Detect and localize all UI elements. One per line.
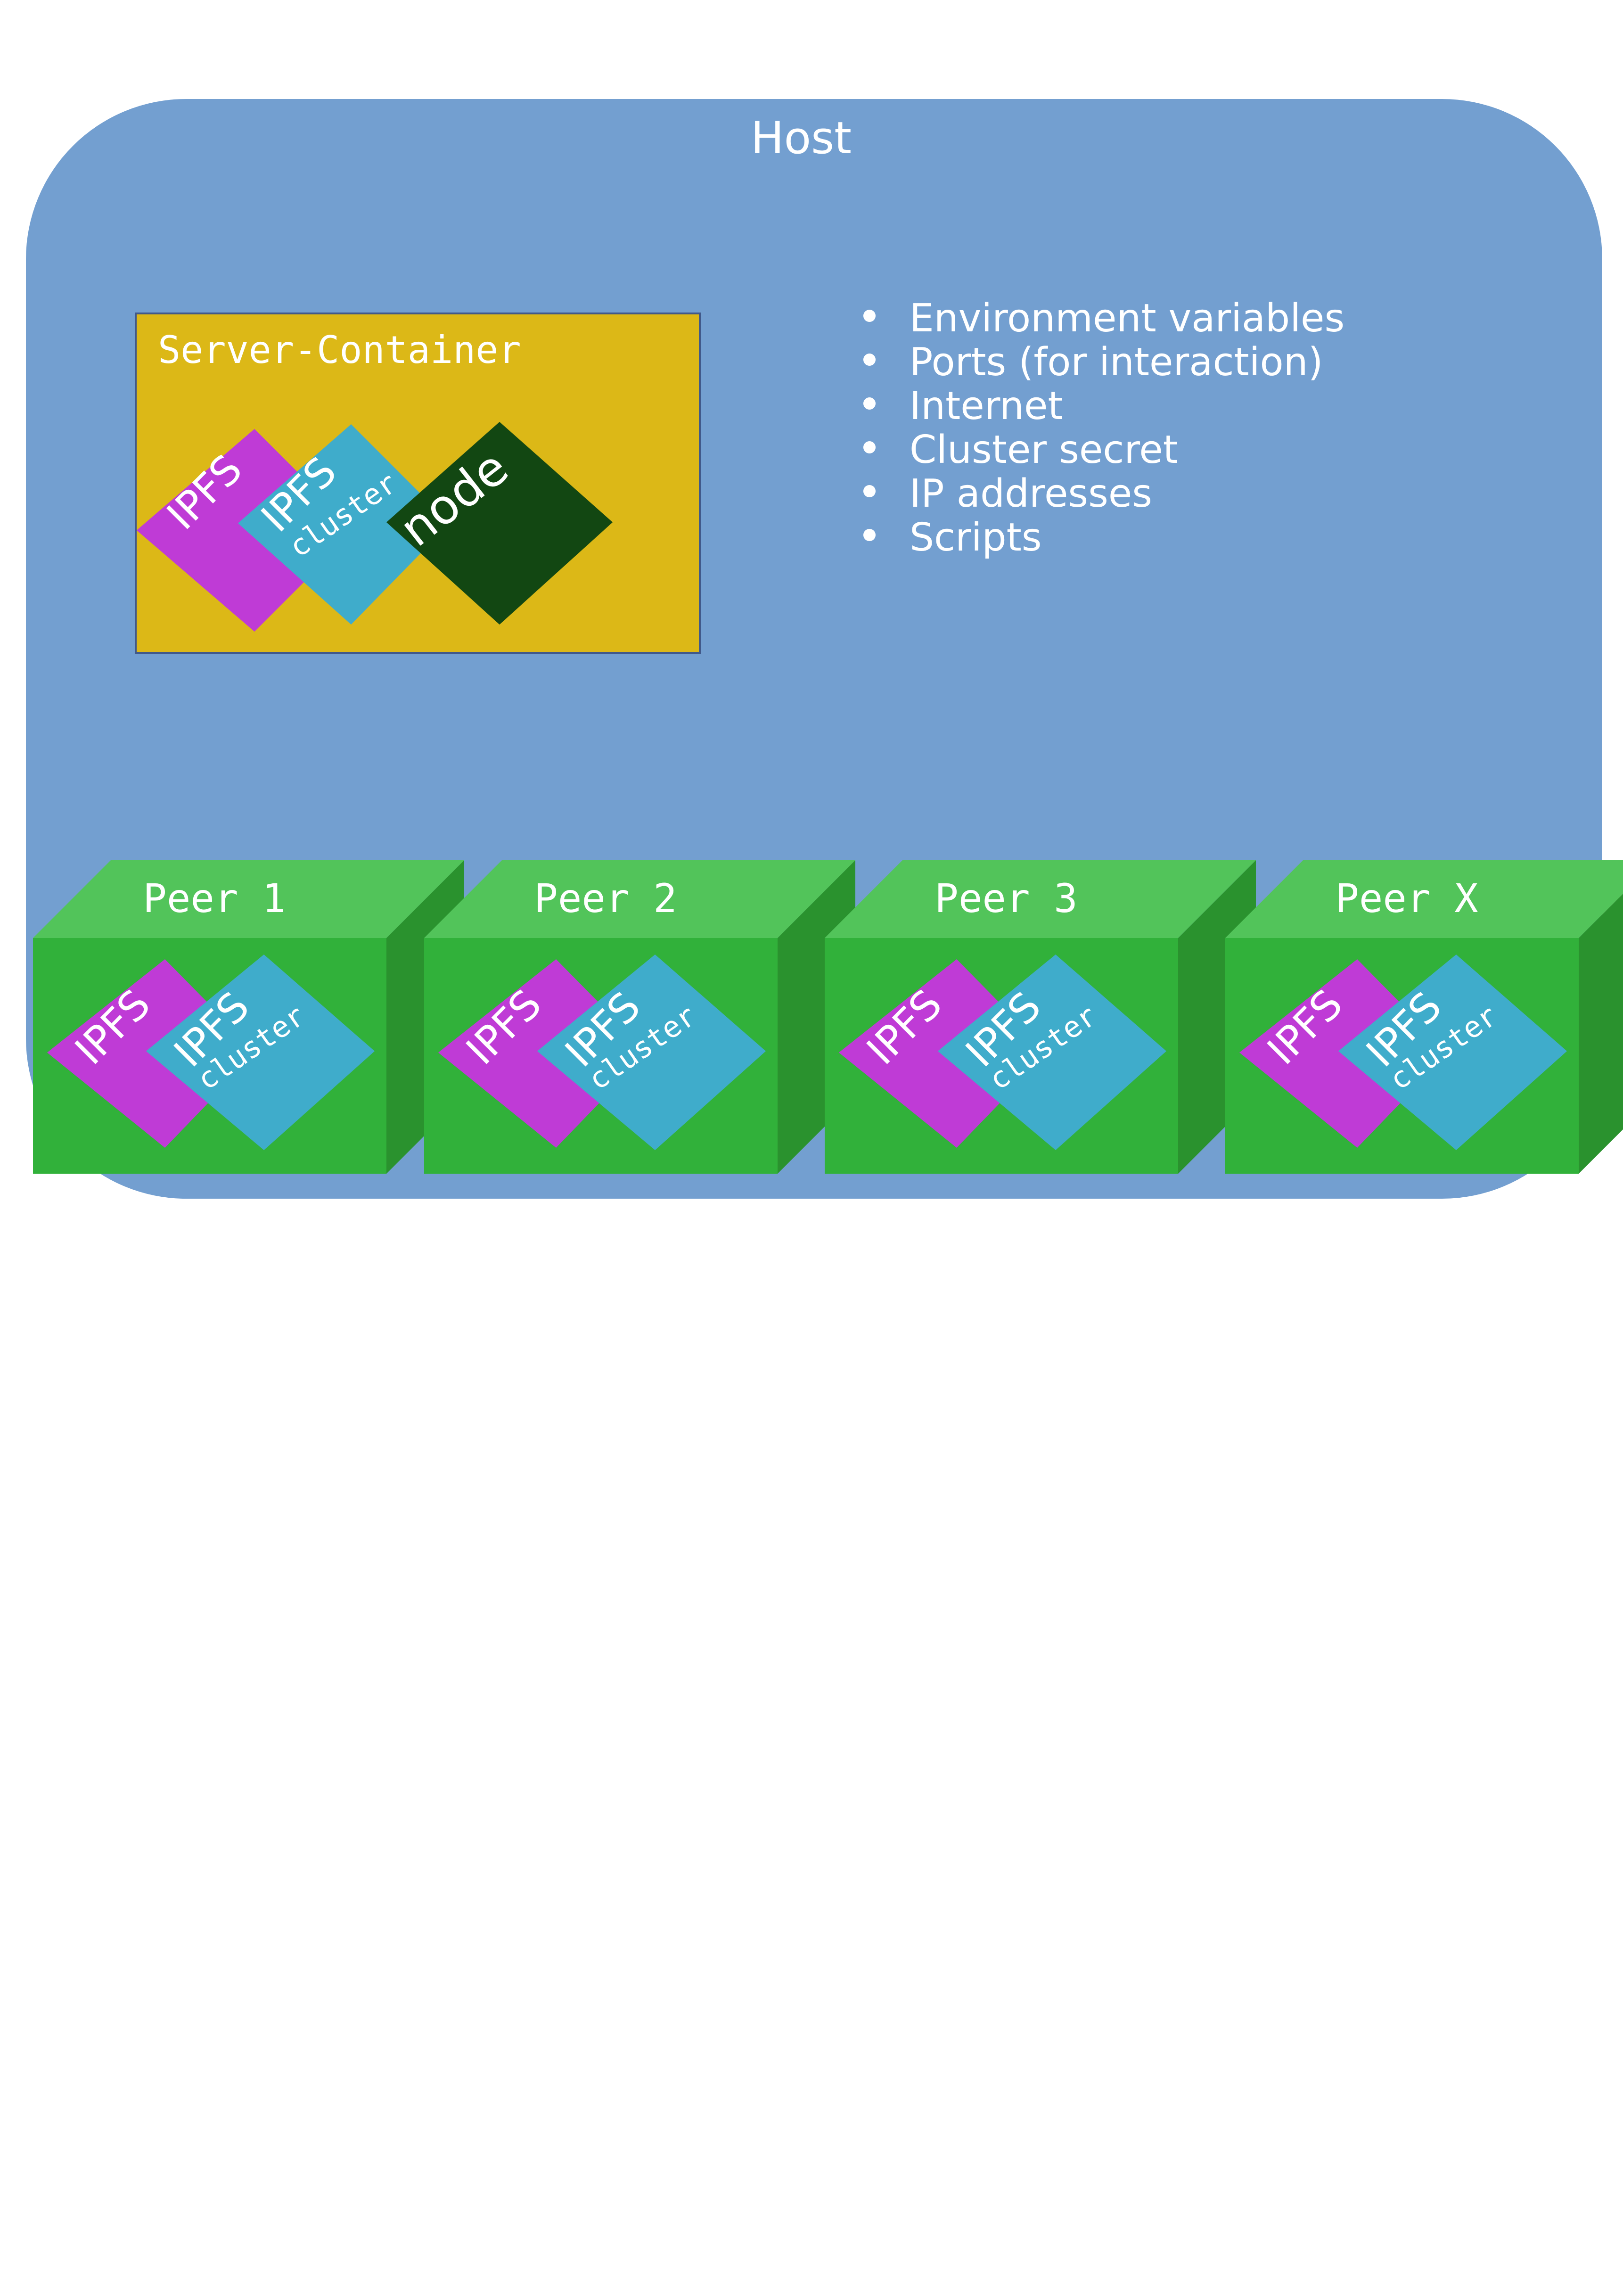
peer-top-face xyxy=(825,860,1256,938)
bullet-item: Cluster secret xyxy=(910,428,1178,472)
peer-top-face xyxy=(424,860,855,938)
peer-top-face xyxy=(1225,860,1623,938)
bullet-item: Ports (for interaction) xyxy=(910,340,1323,385)
bullet-dot xyxy=(863,310,876,322)
bullet-item: Internet xyxy=(910,384,1063,428)
peer-side-face xyxy=(1579,894,1623,1174)
bullet-item: Scripts xyxy=(910,515,1042,560)
bullet-dot xyxy=(863,441,876,453)
peer-title: Peer X xyxy=(1335,875,1478,922)
host-title: Host xyxy=(751,113,852,164)
bullet-dot xyxy=(863,485,876,497)
peer-top-face xyxy=(33,860,464,938)
bullet-dot xyxy=(863,397,876,410)
bullet-item: Environment variables xyxy=(910,296,1344,341)
bullet-dot xyxy=(863,529,876,541)
peer-title: Peer 2 xyxy=(534,875,677,922)
bullet-item: IP addresses xyxy=(910,471,1152,516)
bullet-dot xyxy=(863,354,876,366)
peer-title: Peer 1 xyxy=(143,875,286,922)
peer-title: Peer 3 xyxy=(934,875,1077,922)
server-container-title: Server-Container xyxy=(158,328,521,372)
